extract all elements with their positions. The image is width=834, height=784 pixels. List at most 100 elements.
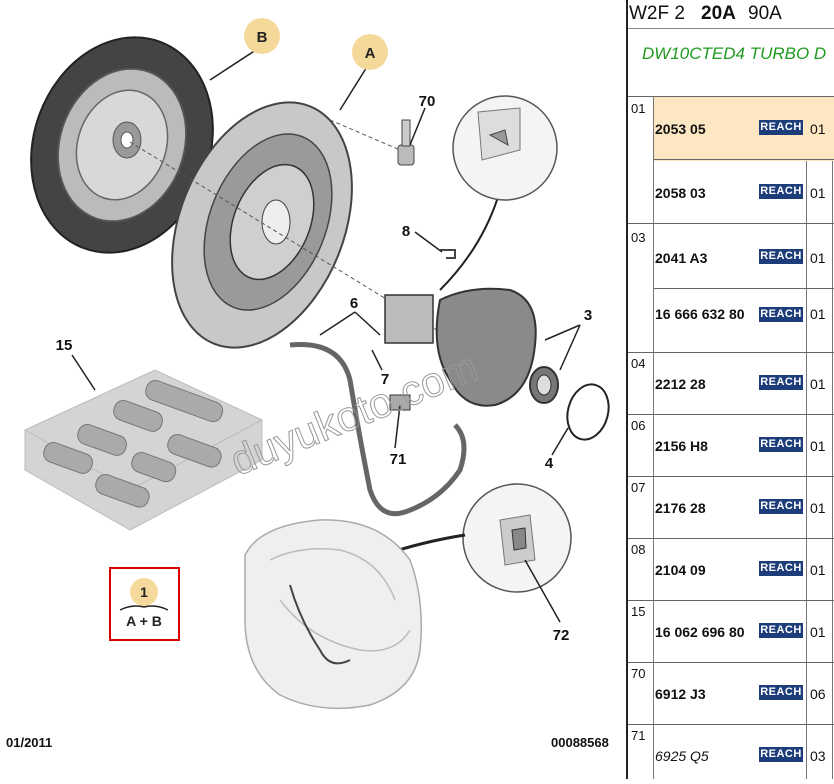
part-row[interactable]: 07 2176 28 REACH 01 bbox=[628, 476, 834, 538]
engine-label: DW10CTED4 TURBO D bbox=[642, 44, 827, 63]
label-6: 6 bbox=[350, 295, 358, 312]
quantity: 01 bbox=[810, 306, 826, 322]
part-number[interactable]: 6925 Q5 bbox=[655, 748, 709, 764]
diagram-reference: 00088568 bbox=[551, 735, 609, 750]
quantity: 01 bbox=[810, 121, 826, 137]
row-separator bbox=[628, 724, 834, 725]
vehicle-code-header: W2F 2 20A 90A bbox=[628, 0, 834, 29]
part-row[interactable]: 2058 03 REACH 01 bbox=[628, 161, 834, 223]
gearbox bbox=[244, 519, 422, 710]
part-number[interactable]: 6912 J3 bbox=[655, 686, 706, 702]
group-number: 70 bbox=[631, 666, 646, 681]
panel-divider bbox=[626, 0, 628, 779]
quantity: 01 bbox=[810, 250, 826, 266]
part-row[interactable]: 70 6912 J3 REACH 06 bbox=[628, 662, 834, 724]
list-top-border bbox=[628, 96, 834, 97]
slave-cylinder[interactable] bbox=[384, 287, 559, 407]
watermark: duyukoto.com bbox=[224, 343, 484, 485]
part-row[interactable]: 08 2104 09 REACH 01 bbox=[628, 538, 834, 600]
row-separator bbox=[654, 159, 834, 160]
label-7: 7 bbox=[381, 371, 389, 388]
row-separator bbox=[628, 600, 834, 601]
group-number: 03 bbox=[631, 230, 646, 245]
quantity: 06 bbox=[810, 686, 826, 702]
clip-8[interactable] bbox=[440, 249, 456, 259]
group-number: 06 bbox=[631, 418, 646, 433]
part-row[interactable]: 03 2041 A3 REACH 01 bbox=[628, 226, 834, 288]
reach-badge: REACH bbox=[759, 685, 803, 700]
svg-text:B: B bbox=[257, 29, 268, 46]
part-number[interactable]: 2104 09 bbox=[655, 562, 706, 578]
part-number[interactable]: 2176 28 bbox=[655, 500, 706, 516]
quantity: 03 bbox=[810, 748, 826, 764]
quantity: 01 bbox=[810, 624, 826, 640]
label-71: 71 bbox=[390, 451, 407, 468]
part-number[interactable]: 2053 05 bbox=[655, 121, 706, 137]
pin-kit[interactable] bbox=[24, 369, 263, 531]
label-4: 4 bbox=[545, 455, 554, 472]
row-separator bbox=[654, 288, 834, 289]
part-number[interactable]: 16 062 696 80 bbox=[655, 624, 745, 640]
label-72: 72 bbox=[553, 627, 570, 644]
row-separator bbox=[628, 414, 834, 415]
part-row[interactable]: 06 2156 H8 REACH 01 bbox=[628, 414, 834, 476]
bolt-70[interactable] bbox=[397, 119, 415, 166]
hydraulic-pipe[interactable] bbox=[289, 341, 467, 517]
group-number: 71 bbox=[631, 728, 646, 743]
reach-badge: REACH bbox=[759, 499, 803, 514]
pressure-plate[interactable] bbox=[138, 76, 386, 375]
group-number: 04 bbox=[631, 356, 646, 371]
part-number[interactable]: 2212 28 bbox=[655, 376, 706, 392]
label-3: 3 bbox=[584, 307, 592, 324]
o-ring-4[interactable] bbox=[561, 380, 614, 444]
callout-b: B bbox=[244, 18, 280, 54]
reach-badge: REACH bbox=[759, 375, 803, 390]
row-separator bbox=[628, 476, 834, 477]
part-row[interactable]: 16 666 632 80 REACH 01 bbox=[628, 291, 834, 352]
assembly-legend: 1 A + B bbox=[109, 567, 180, 641]
quantity: 01 bbox=[810, 185, 826, 201]
reach-badge: REACH bbox=[759, 561, 803, 576]
clutch-disc[interactable] bbox=[2, 12, 243, 279]
part-number[interactable]: 2041 A3 bbox=[655, 250, 708, 266]
label-8: 8 bbox=[402, 223, 410, 240]
group-number: 15 bbox=[631, 604, 646, 619]
detail-circle-bottom bbox=[462, 483, 572, 593]
part-number[interactable]: 2058 03 bbox=[655, 185, 706, 201]
row-separator bbox=[628, 352, 834, 353]
quantity: 01 bbox=[810, 438, 826, 454]
quantity: 01 bbox=[810, 562, 826, 578]
reach-badge: REACH bbox=[759, 249, 803, 264]
part-row[interactable]: 04 2212 28 REACH 01 bbox=[628, 352, 834, 414]
reach-badge: REACH bbox=[759, 747, 803, 762]
svg-text:A: A bbox=[365, 45, 376, 62]
row-separator bbox=[628, 662, 834, 663]
group-number: 07 bbox=[631, 480, 646, 495]
part-row[interactable]: 15 16 062 696 80 REACH 01 bbox=[628, 600, 834, 662]
label-70: 70 bbox=[419, 93, 436, 110]
reach-badge: REACH bbox=[759, 623, 803, 638]
group-number: 08 bbox=[631, 542, 646, 557]
label-15: 15 bbox=[56, 337, 73, 354]
parts-list-panel: W2F 2 20A 90A DW10CTED4 TURBO D 01 2053 0… bbox=[628, 0, 834, 779]
quantity: 01 bbox=[810, 500, 826, 516]
group-number: 01 bbox=[631, 101, 646, 116]
reach-badge: REACH bbox=[759, 437, 803, 452]
exploded-parts-diagram: B A 70 8 6 3 15 7 71 4 72 1 A + B duyuko… bbox=[2, 12, 614, 750]
row-separator bbox=[628, 538, 834, 539]
diagram-date: 01/2011 bbox=[6, 735, 52, 750]
row-separator bbox=[628, 223, 834, 224]
reach-badge: REACH bbox=[759, 120, 803, 135]
row-highlight bbox=[654, 97, 834, 161]
reach-badge: REACH bbox=[759, 184, 803, 199]
reach-badge: REACH bbox=[759, 307, 803, 322]
part-number[interactable]: 2156 H8 bbox=[655, 438, 708, 454]
detail-circle-top bbox=[452, 95, 558, 201]
part-row[interactable]: 71 6925 Q5 REACH 03 bbox=[628, 724, 834, 779]
callout-a: A bbox=[352, 34, 388, 70]
part-number[interactable]: 16 666 632 80 bbox=[655, 306, 745, 322]
quantity: 01 bbox=[810, 376, 826, 392]
svg-text:1: 1 bbox=[140, 584, 148, 600]
svg-text:A + B: A + B bbox=[126, 613, 162, 629]
part-row[interactable]: 01 2053 05 REACH 01 bbox=[628, 97, 834, 161]
